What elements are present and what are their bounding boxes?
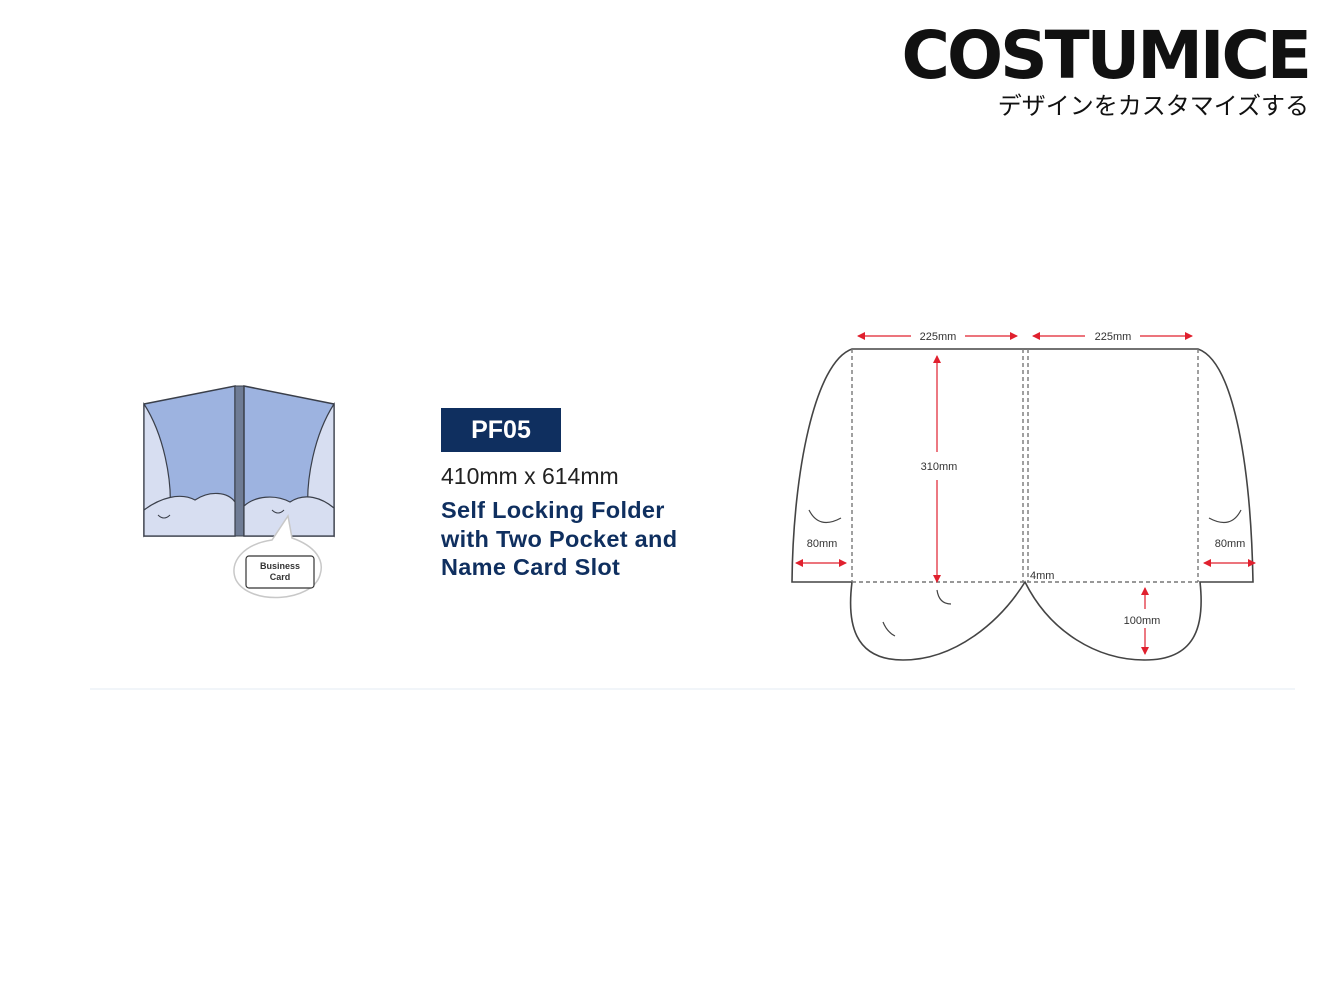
folder-spine [234, 385, 245, 537]
brand-tagline: デザインをカスタマイズする [997, 92, 1309, 120]
folder-dieline: 225mm 225mm 310mm 80mm 80mm 4mm 100mm [791, 331, 1256, 661]
dim-spine: 4mm [1030, 570, 1054, 582]
product-description-line: Name Card Slot [441, 554, 621, 580]
dim-pocket: 100mm [1124, 615, 1161, 627]
brand-header: COSTUMICE デザインをカスタマイズする [901, 17, 1312, 121]
product-code-badge: PF05 [441, 408, 561, 452]
dim-flap-left: 80mm [807, 538, 838, 550]
product-description-line: Self Locking Folder [441, 497, 665, 523]
folder-right-pocket [243, 496, 335, 537]
business-card-label-line2: Card [270, 572, 291, 582]
product-size: 410mm x 614mm [441, 463, 619, 489]
dim-height: 310mm [921, 461, 958, 473]
folder-left-pocket [143, 492, 236, 537]
brand-logo: COSTUMICE [901, 17, 1312, 94]
folder-illustration: Business Card [143, 385, 335, 599]
dim-flap-right: 80mm [1215, 538, 1246, 550]
product-description: Self Locking Folder with Two Pocket and … [441, 496, 761, 582]
section-divider [90, 688, 1295, 690]
business-card-label-line1: Business [260, 561, 300, 571]
product-description-line: with Two Pocket and [441, 525, 678, 552]
dim-width-left: 225mm [920, 331, 957, 343]
dim-width-right: 225mm [1095, 331, 1132, 343]
business-card [245, 555, 315, 589]
